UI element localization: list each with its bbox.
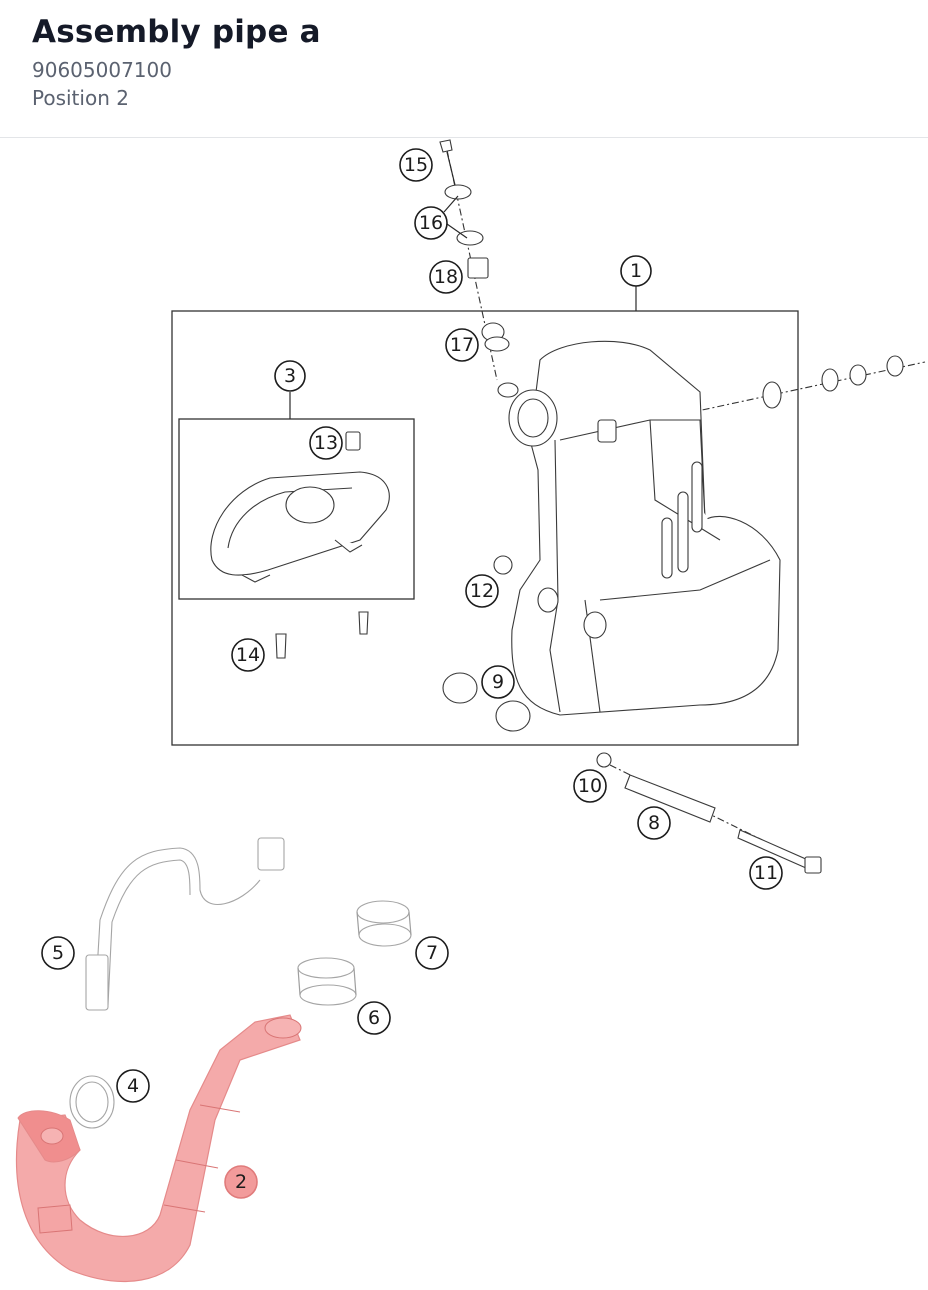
callout-8[interactable]: 8 [637, 806, 671, 840]
page-title: Assembly pipe a [32, 14, 321, 50]
callout-11[interactable]: 11 [749, 856, 783, 890]
part-number: 90605007100 [32, 58, 172, 82]
callout-15[interactable]: 15 [399, 148, 433, 182]
svg-text:5: 5 [52, 942, 64, 964]
svg-text:14: 14 [236, 644, 260, 666]
callout-4[interactable]: 4 [116, 1069, 150, 1103]
callout-17[interactable]: 17 [445, 328, 479, 362]
muffler-assembly-box [171, 310, 799, 746]
heat-shield-drawing [210, 431, 390, 583]
callout-14[interactable]: 14 [231, 638, 265, 672]
callout-12[interactable]: 12 [465, 574, 499, 608]
svg-text:4: 4 [127, 1075, 139, 1097]
svg-text:17: 17 [450, 334, 474, 356]
callout-2[interactable]: 2 [224, 1165, 258, 1199]
svg-text:15: 15 [404, 154, 428, 176]
svg-text:10: 10 [578, 775, 602, 797]
faded-parts-drawing [69, 837, 412, 1129]
svg-text:9: 9 [492, 671, 504, 693]
exhaust-pipe-highlight [15, 1014, 302, 1283]
svg-text:12: 12 [470, 580, 494, 602]
exploded-parts-diagram: 1 2 3 4 5 6 7 8 9 10 11 12 13 14 15 16 1… [15, 139, 926, 1283]
svg-text:13: 13 [314, 432, 338, 454]
heat-shield-box [178, 418, 415, 600]
callout-6[interactable]: 6 [357, 1001, 391, 1035]
callout-10[interactable]: 10 [573, 769, 607, 803]
callout-3[interactable]: 3 [274, 360, 306, 392]
header: Assembly pipe a 90605007100 Position 2 [0, 0, 928, 138]
callout-9[interactable]: 9 [481, 665, 515, 699]
svg-text:1: 1 [630, 260, 642, 282]
position-label: Position 2 [32, 86, 129, 110]
callout-7[interactable]: 7 [415, 936, 449, 970]
muffler-drawing [508, 340, 781, 716]
callout-5[interactable]: 5 [41, 936, 75, 970]
callout-16[interactable]: 16 [414, 206, 448, 240]
svg-text:11: 11 [754, 862, 778, 884]
small-parts-drawing [275, 139, 904, 874]
svg-text:6: 6 [368, 1007, 380, 1029]
svg-text:7: 7 [426, 942, 438, 964]
svg-text:18: 18 [434, 266, 458, 288]
callout-18[interactable]: 18 [429, 260, 463, 294]
callout-13[interactable]: 13 [309, 426, 343, 460]
callout-1[interactable]: 1 [620, 255, 652, 287]
svg-text:3: 3 [284, 365, 296, 387]
svg-text:16: 16 [419, 212, 443, 234]
svg-text:2: 2 [235, 1171, 247, 1193]
svg-text:8: 8 [648, 812, 660, 834]
